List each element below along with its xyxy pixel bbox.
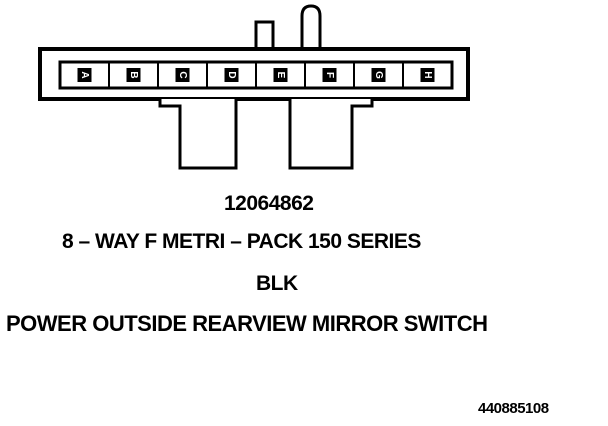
pin-label-g: G bbox=[373, 71, 384, 79]
pin-cavity-f bbox=[322, 68, 337, 82]
component-name: POWER OUTSIDE REARVIEW MIRROR SWITCH bbox=[6, 311, 488, 336]
figure-id: 440885108 bbox=[478, 400, 549, 417]
pin-label-b: B bbox=[128, 71, 139, 78]
pin-label-h: H bbox=[422, 71, 433, 78]
connector-tab-right bbox=[288, 99, 374, 170]
pin-cavity-a bbox=[77, 68, 92, 82]
pin-label-c: C bbox=[177, 71, 188, 78]
connector-tab-left bbox=[158, 99, 238, 170]
pin-label-f: F bbox=[324, 72, 335, 78]
pin-cavity-g bbox=[371, 68, 386, 82]
pin-cavity-d bbox=[224, 68, 239, 82]
pin-cavity-c bbox=[175, 68, 190, 82]
connector-diagram: A B C D E F G H bbox=[38, 4, 470, 170]
connector-description: 8 – WAY F METRI – PACK 150 SERIES bbox=[62, 230, 421, 253]
pin-label-e: E bbox=[275, 72, 286, 79]
connector-post-tall bbox=[300, 4, 322, 60]
color-code: BLK bbox=[256, 272, 298, 295]
pin-cavity-b bbox=[126, 68, 141, 82]
part-number: 12064862 bbox=[224, 192, 314, 215]
pin-cavity-e bbox=[273, 68, 288, 82]
pin-label-d: D bbox=[226, 71, 237, 78]
pin-cavity-h bbox=[420, 68, 435, 82]
pin-label-a: A bbox=[79, 71, 90, 78]
